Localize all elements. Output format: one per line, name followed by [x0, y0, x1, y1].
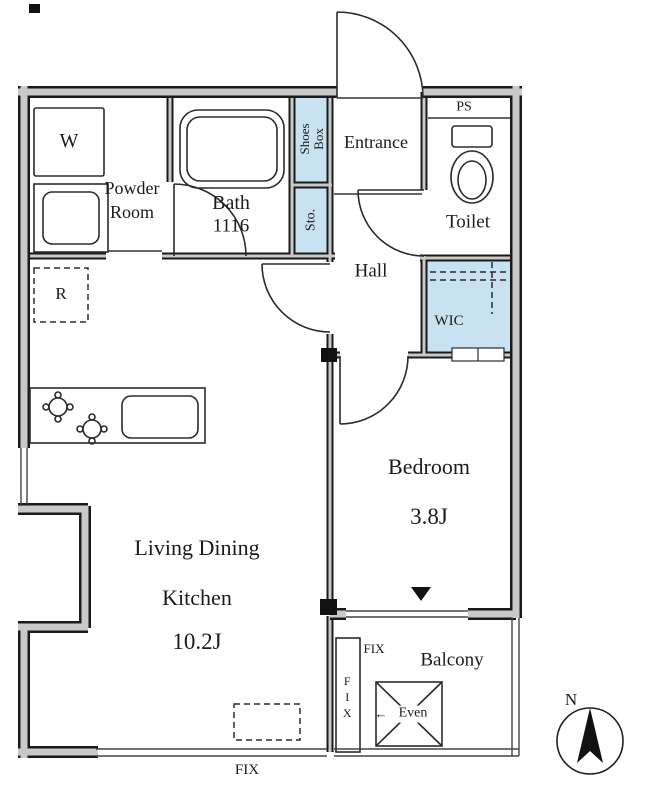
- label-fix-balcony-v: FIX: [340, 674, 355, 722]
- label-ldk-name: Living Dining Kitchen: [134, 535, 260, 610]
- bath-door-arc: [173, 183, 247, 257]
- kitchen-sink-icon: [121, 395, 199, 439]
- label-hatch: Even: [395, 705, 431, 723]
- label-fix-bottom: FIX: [234, 762, 260, 778]
- label-hatch-arrow: ←: [374, 706, 388, 722]
- label-powder-room: Powder Room: [104, 178, 160, 222]
- label-pipe-space: PS: [456, 99, 472, 115]
- label-bedroom-name: Bedroom: [388, 453, 470, 479]
- shoes-box-area: [294, 98, 330, 185]
- label-washer: W: [59, 130, 79, 152]
- label-wic: WIC: [434, 313, 464, 329]
- toilet-icon: [450, 125, 494, 204]
- label-bath-size: 1116: [212, 215, 250, 237]
- stove-burner-icon: [42, 391, 108, 445]
- label-shoes-box: Shoes Box: [297, 123, 326, 155]
- label-toilet: Toilet: [445, 211, 491, 233]
- wic-hanger-dashed: [430, 262, 508, 314]
- fix-window-strip: [335, 637, 361, 753]
- storage-area: [294, 185, 330, 256]
- label-bedroom-size: 3.8J: [410, 504, 448, 530]
- hall-ldk-door-arc: [261, 263, 331, 333]
- bathtub-icon: [179, 109, 285, 189]
- label-compass-north: N: [564, 689, 578, 709]
- label-balcony: Balcony: [420, 649, 484, 671]
- wic-door: [451, 347, 505, 362]
- bedroom-door-arc: [339, 355, 409, 425]
- toilet-door-arc: [357, 189, 425, 257]
- label-hall: Hall: [354, 260, 388, 282]
- window-lines: [20, 448, 520, 757]
- label-fridge: R: [55, 283, 67, 303]
- vanity-sink-icon: [33, 183, 109, 253]
- balcony-access-marker: [411, 587, 431, 601]
- label-ldk-size: 10.2J: [172, 629, 222, 655]
- label-fix-balcony-h: FIX: [363, 641, 385, 657]
- label-storage: Sto.: [303, 208, 319, 232]
- wic-area: [427, 261, 511, 352]
- wall-junction-markers: [29, 4, 337, 615]
- compass-icon: [556, 707, 624, 775]
- label-entrance: Entrance: [344, 132, 408, 153]
- label-bath-name: Bath: [212, 192, 250, 214]
- entrance-door-arc: [336, 11, 424, 99]
- furniture-space-dashed: [233, 703, 301, 741]
- threshold-lines: [106, 97, 510, 252]
- storage-fills: [294, 98, 511, 352]
- fridge-space-dashed: [33, 267, 89, 323]
- washing-machine-icon: [33, 107, 105, 177]
